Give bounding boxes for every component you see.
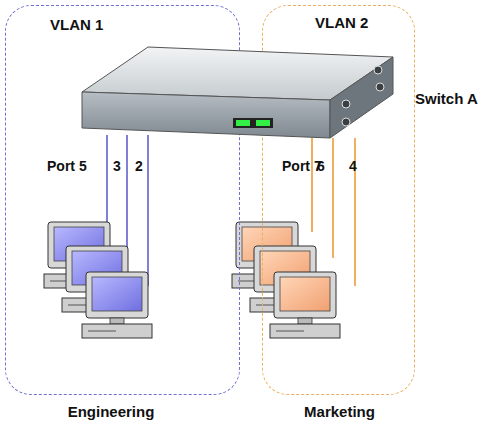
marketing-cables (312, 138, 355, 286)
vlan-title: VLAN 1 (50, 16, 103, 33)
engineering-computers (44, 222, 152, 338)
department-label: Engineering (6, 403, 216, 420)
marketing-computers (232, 222, 340, 338)
port-label: 4 (349, 158, 357, 174)
port-label: 2 (135, 158, 143, 174)
switch-label: Switch A (415, 90, 478, 107)
network-switch: Switch A (78, 42, 488, 147)
department-label: Marketing (263, 403, 416, 420)
port-label: Port 7 (282, 158, 322, 174)
port-label: Port 5 (47, 158, 87, 174)
port-label: 6 (317, 158, 325, 174)
port-label: 3 (113, 158, 121, 174)
vlan-title: VLAN 2 (315, 14, 368, 31)
